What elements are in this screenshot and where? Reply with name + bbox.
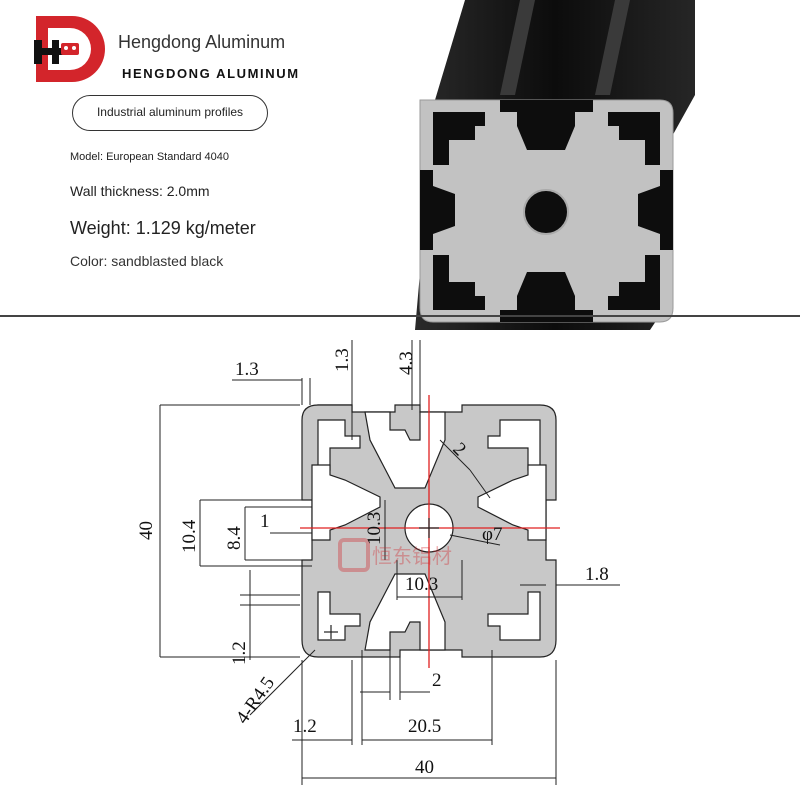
hengdong-logo <box>34 16 105 82</box>
dim-top-wall-2: 1.3 <box>332 348 353 372</box>
dim-bottom-web: 2 <box>432 670 442 691</box>
watermark-logo: 恒东铝材 <box>338 538 452 572</box>
dim-bore-diameter: φ7 <box>482 524 502 545</box>
model-text: Model: European Standard 4040 <box>70 151 230 163</box>
wall-thickness-text: Wall thickness: 2.0mm <box>70 183 210 199</box>
color-text: Color: sandblasted black <box>70 253 224 269</box>
dim-lower-wall: 1.2 <box>229 641 250 665</box>
dim-overall-width: 40 <box>415 757 434 778</box>
section-divider <box>0 315 800 317</box>
category-badge: Industrial aluminum profiles <box>72 95 268 131</box>
dim-top-wall-1: 1.3 <box>235 359 259 380</box>
profile-product-image <box>415 0 695 330</box>
dim-top-depth: 4.3 <box>396 351 417 375</box>
brand-name: Hengdong Aluminum <box>118 32 286 52</box>
dim-center-bore-width: 10.3 <box>405 574 438 595</box>
weight-text: Weight: 1.129 kg/meter <box>70 218 256 238</box>
dim-side-wall: 1.8 <box>585 564 609 585</box>
profile-cross-section-drawing: 恒东铝材 40 40 10.4 8.4 1 10.3 10.3 1.3 1.3 … <box>136 340 620 785</box>
dim-slot-pitch: 20.5 <box>408 716 441 737</box>
dim-slot-lip: 1 <box>260 511 270 532</box>
dim-overall-height: 40 <box>136 521 157 540</box>
brand-name-caps: HENGDONG ALUMINUM <box>122 66 300 81</box>
dim-slot-inner: 8.4 <box>224 526 245 550</box>
dim-corner-radius: 4-R4.5 <box>232 673 279 728</box>
dim-bottom-wall: 1.2 <box>293 716 317 737</box>
dim-slot-outer: 10.4 <box>179 519 200 553</box>
dim-center-bore-height: 10.3 <box>364 512 385 545</box>
watermark-text: 恒东铝材 <box>372 544 452 568</box>
